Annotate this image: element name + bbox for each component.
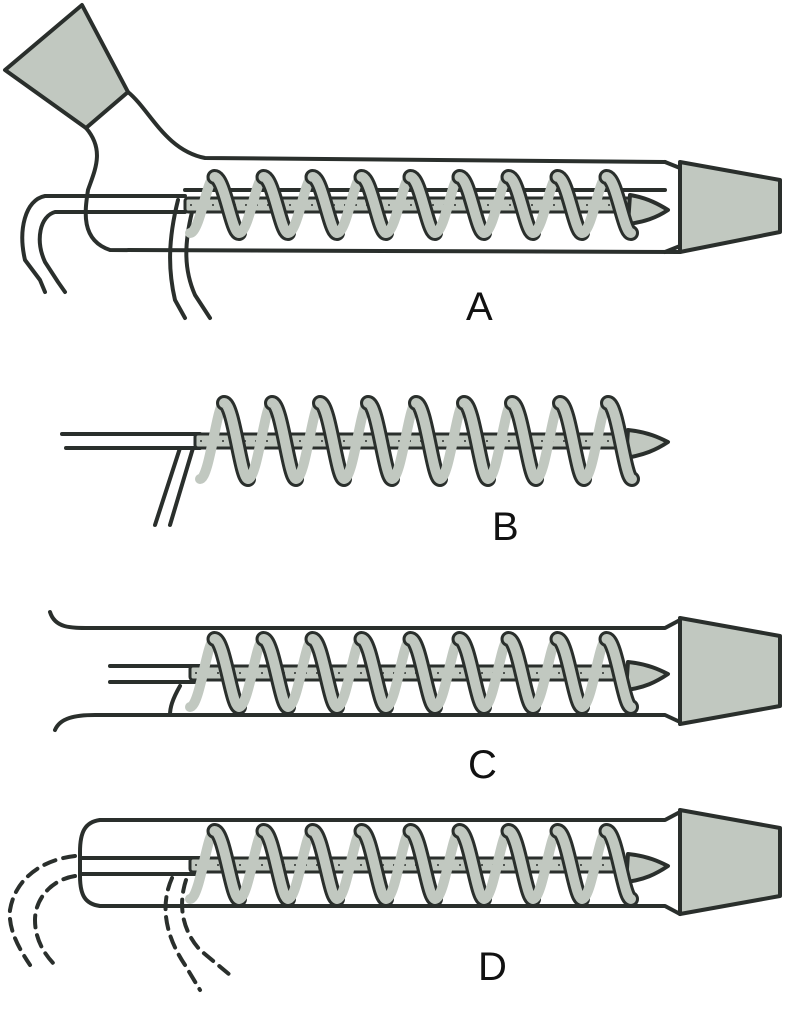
panel-c-apparatus: C	[48, 610, 782, 787]
panel-d-label: D	[478, 945, 507, 989]
panel-c-lead	[168, 684, 182, 717]
panel-b-label: B	[492, 505, 519, 549]
panel-a-side-arm-3	[168, 198, 187, 320]
panel-a-side-arm-4	[184, 210, 212, 320]
panel-d-end-cone	[678, 808, 782, 916]
panel-c-end-cone	[678, 616, 782, 726]
panel-c-tube-top	[48, 610, 682, 630]
panel-b-apparatus: B	[60, 395, 670, 549]
panel-d-tube-left-end	[78, 818, 102, 908]
panel-b-coil-tip	[624, 428, 670, 460]
panel-a-neck-outer	[126, 90, 667, 164]
panel-a-side-arm-2	[37, 210, 187, 294]
panel-a-label: A	[466, 285, 493, 329]
panel-d-tube-top	[98, 810, 682, 822]
panel-c-tube-bottom	[53, 713, 682, 732]
panel-c-coil-tip	[624, 660, 670, 692]
panel-d-apparatus: D	[7, 808, 782, 992]
coil-loop-front-fill	[601, 826, 636, 904]
panel-a-side-arm-1	[20, 194, 187, 294]
panel-a-coil-tip	[626, 193, 670, 226]
coil-loop-front-fill	[603, 398, 637, 484]
panel-c-label: C	[468, 743, 497, 787]
panel-d-coil	[185, 823, 639, 907]
panel-b-lead-1	[153, 446, 182, 527]
panel-d-tube-bottom	[98, 904, 682, 916]
panel-b-lead-2	[168, 446, 195, 527]
panel-b-coil	[195, 395, 640, 487]
panel-d-dashed-lead-1	[7, 854, 77, 967]
panel-c-coil	[185, 631, 639, 715]
coil-loop-front-fill	[601, 634, 636, 712]
panel-a-top-joint	[3, 3, 130, 130]
panel-a-tube-right-taper	[663, 160, 682, 254]
panel-a-apparatus: A	[3, 3, 782, 329]
panel-a-end-cone	[678, 160, 782, 254]
panel-d-coil-tip	[624, 852, 670, 884]
panel-d-dashed-lead-4	[180, 878, 232, 977]
panel-a-neck-inner	[83, 126, 682, 254]
panel-d-dashed-lead-2	[32, 874, 77, 967]
panel-d-dashed-lead-3	[163, 876, 202, 992]
panel-a-coil	[185, 169, 639, 241]
coil-loop-front-fill	[601, 172, 636, 238]
